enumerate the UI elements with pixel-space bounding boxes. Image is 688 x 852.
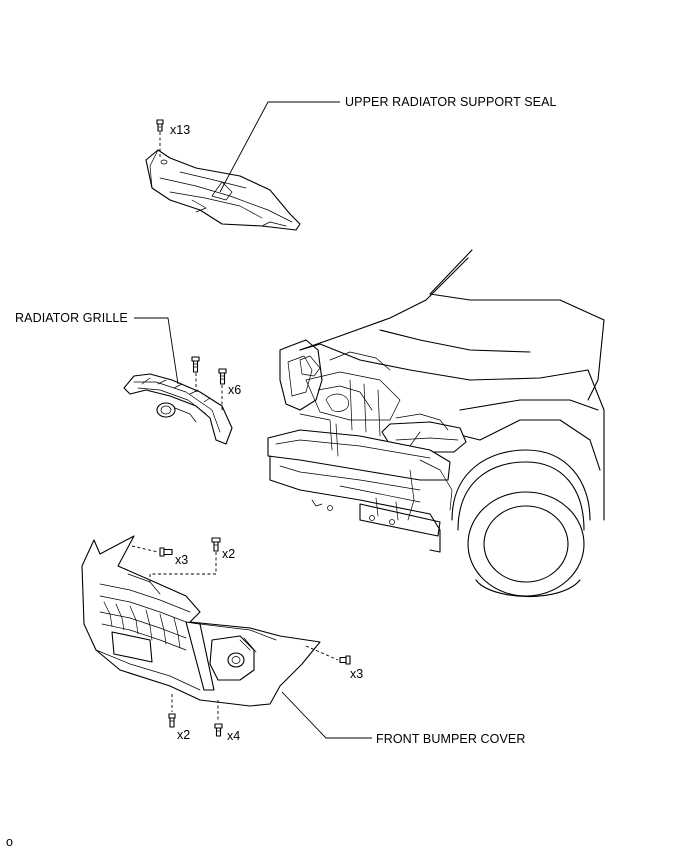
grille-label: RADIATOR GRILLE [15,311,128,325]
front-bumper-cover [81,535,321,707]
bumper-top-clip-qty: x2 [222,547,236,561]
bumper-bottom-left-qty: x2 [177,728,191,742]
grille-leader-line [134,317,179,385]
bumper-fasteners [159,537,351,737]
upper-seal-label: UPPER RADIATOR SUPPORT SEAL [345,95,557,109]
bumper-bottom-right-qty: x4 [227,729,241,743]
seal-clip [156,119,164,132]
upper-radiator-support-seal [145,149,301,231]
bumper-label: FRONT BUMPER COVER [376,732,526,746]
bumper-top-left-screw-qty: x3 [175,553,189,567]
vehicle-front-body [267,249,605,598]
seal-clip-qty: x13 [170,123,191,137]
seal-leader-line [219,101,340,193]
grille-clip [191,356,227,385]
radiator-grille [123,373,233,445]
bumper-leader-line [281,691,372,739]
grille-clip-qty: x6 [228,383,242,397]
illustration-code: o [6,835,13,849]
bumper-side-screw-qty: x3 [350,667,364,681]
